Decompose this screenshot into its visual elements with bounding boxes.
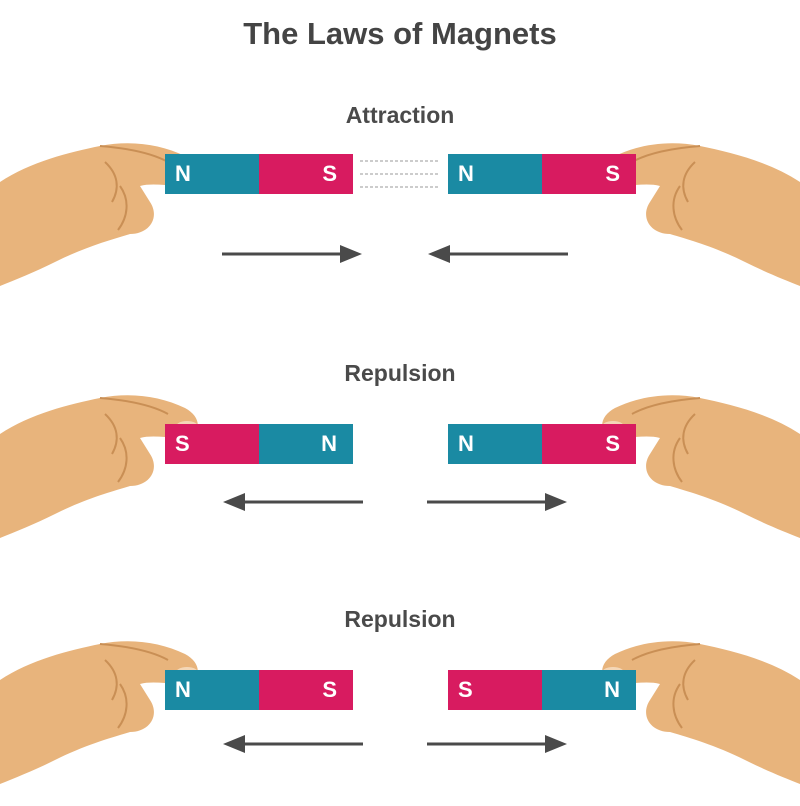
magnet-pole: N: [165, 670, 259, 710]
field-lines: [360, 160, 440, 188]
right-magnet: N S: [448, 424, 636, 464]
magnet-pole: N: [259, 424, 353, 464]
diagram-title: The Laws of Magnets: [243, 16, 557, 51]
right-hand-icon: [601, 143, 800, 286]
magnet-pole: S: [259, 154, 353, 194]
arrow-left-icon: [428, 245, 568, 263]
magnet-pole: S: [542, 154, 636, 194]
arrow-right-icon: [427, 493, 567, 511]
magnet-pole: N: [448, 424, 542, 464]
right-magnet: N S: [448, 154, 636, 194]
left-magnet: N S: [165, 154, 353, 194]
section-label: Attraction: [345, 102, 455, 128]
arrow-right-icon: [427, 735, 567, 753]
magnet-pole: S: [165, 424, 259, 464]
magnet-pole: N: [165, 154, 259, 194]
left-magnet: N S: [165, 670, 353, 710]
section-label: Repulsion: [344, 606, 456, 632]
magnet-pole: S: [259, 670, 353, 710]
arrow-left-icon: [223, 493, 363, 511]
arrow-left-icon: [223, 735, 363, 753]
left-hand-icon: [0, 143, 199, 286]
section-attraction: Attraction N S N S: [0, 102, 800, 302]
magnet-pole: S: [542, 424, 636, 464]
section-repulsion-1: Repulsion S N N S: [0, 360, 800, 560]
section-repulsion-2: Repulsion N S S N: [0, 606, 800, 806]
magnet-pole: N: [542, 670, 636, 710]
right-magnet: S N: [448, 670, 636, 710]
arrow-right-icon: [222, 245, 362, 263]
left-magnet: S N: [165, 424, 353, 464]
section-label: Repulsion: [344, 360, 456, 386]
magnet-pole: S: [448, 670, 542, 710]
magnet-pole: N: [448, 154, 542, 194]
